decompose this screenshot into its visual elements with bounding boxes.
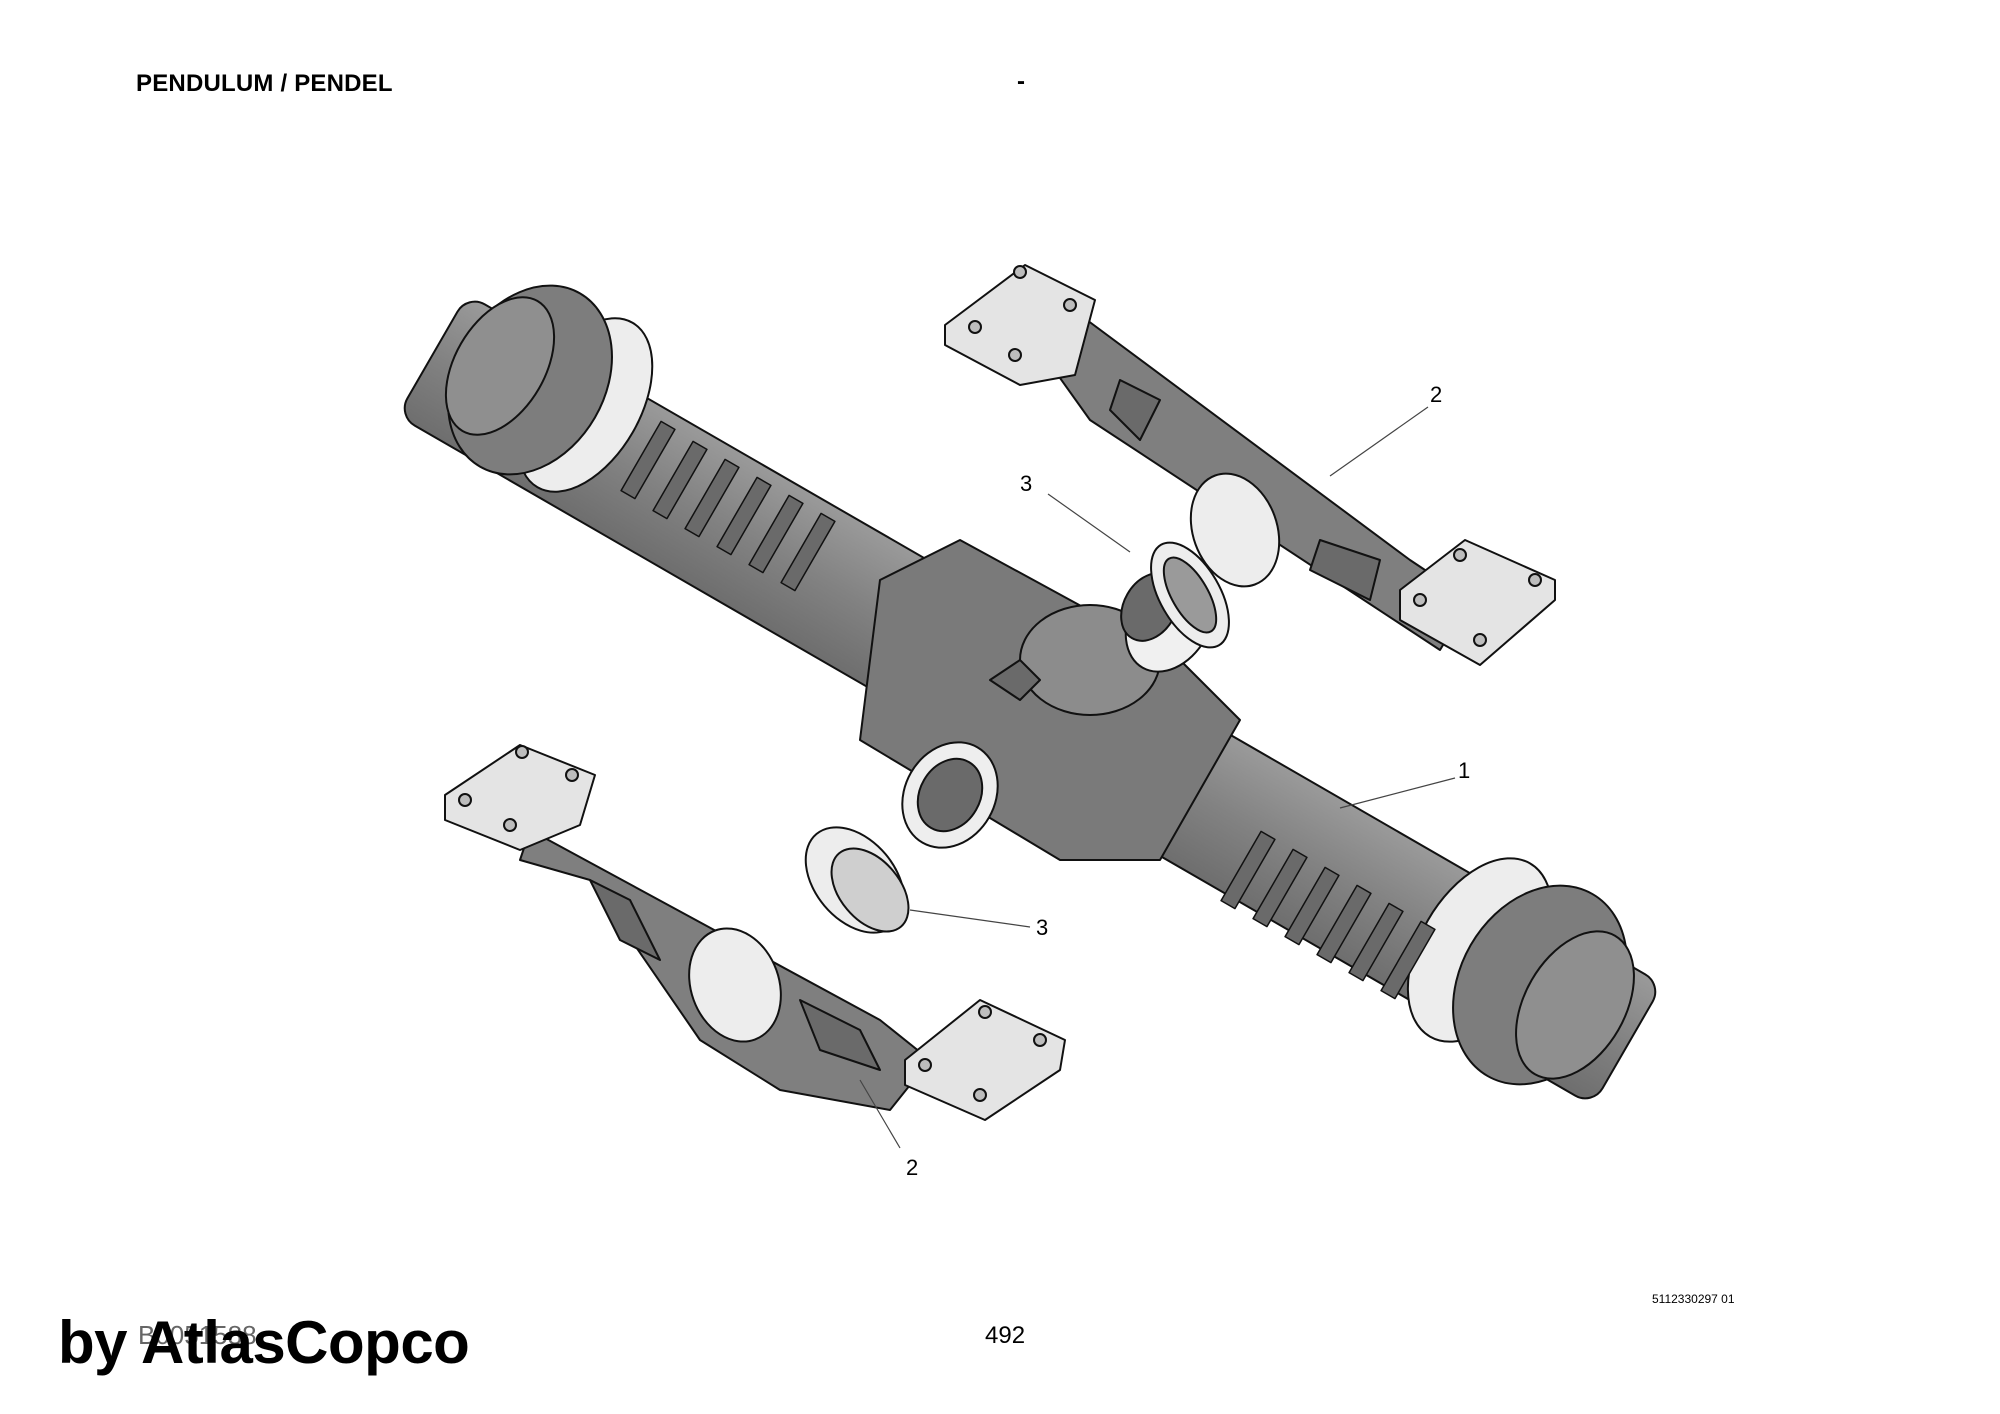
upper-bracket xyxy=(944,264,1556,666)
callout-2-lower: 2 xyxy=(906,1155,918,1180)
page-title: PENDULUM / PENDEL xyxy=(136,70,393,97)
axle-housing xyxy=(403,284,1657,1100)
lower-bushing xyxy=(804,826,910,934)
lower-bracket xyxy=(444,744,1066,1121)
callout-3-upper: 3 xyxy=(1020,471,1032,496)
cooling-fins-right xyxy=(1220,830,1436,1000)
drawing-id: B0051588 xyxy=(138,1320,257,1350)
upper-bushing xyxy=(1150,541,1230,649)
leader-line-1 xyxy=(1339,777,1456,809)
document-number: 5112330297 01 xyxy=(1652,1292,1735,1306)
leader-line-2-upper xyxy=(1329,406,1429,477)
right-axle-end xyxy=(1406,857,1635,1086)
leader-line-2-lower xyxy=(859,1079,901,1149)
callout-3-lower: 3 xyxy=(1036,915,1048,940)
cooling-fins-left xyxy=(620,420,836,592)
leader-line-3-upper xyxy=(1047,493,1131,553)
page-subtitle: - xyxy=(1017,68,1025,95)
left-axle-end xyxy=(444,284,654,493)
callout-1: 1 xyxy=(1458,758,1470,783)
upper-bracket-plate-top xyxy=(944,264,1096,386)
leader-line-3-lower xyxy=(909,909,1031,928)
upper-bracket-plate-bottom xyxy=(1399,539,1556,666)
lower-pivot-stub xyxy=(901,741,999,849)
page-number: 492 xyxy=(985,1322,1026,1349)
lower-bracket-plate-top xyxy=(444,744,596,851)
leader-lines xyxy=(859,406,1456,1149)
callout-2-upper: 2 xyxy=(1430,382,1442,407)
lower-bracket-plate-bottom xyxy=(904,999,1066,1121)
watermark: by AtlasCopco xyxy=(58,1309,470,1376)
